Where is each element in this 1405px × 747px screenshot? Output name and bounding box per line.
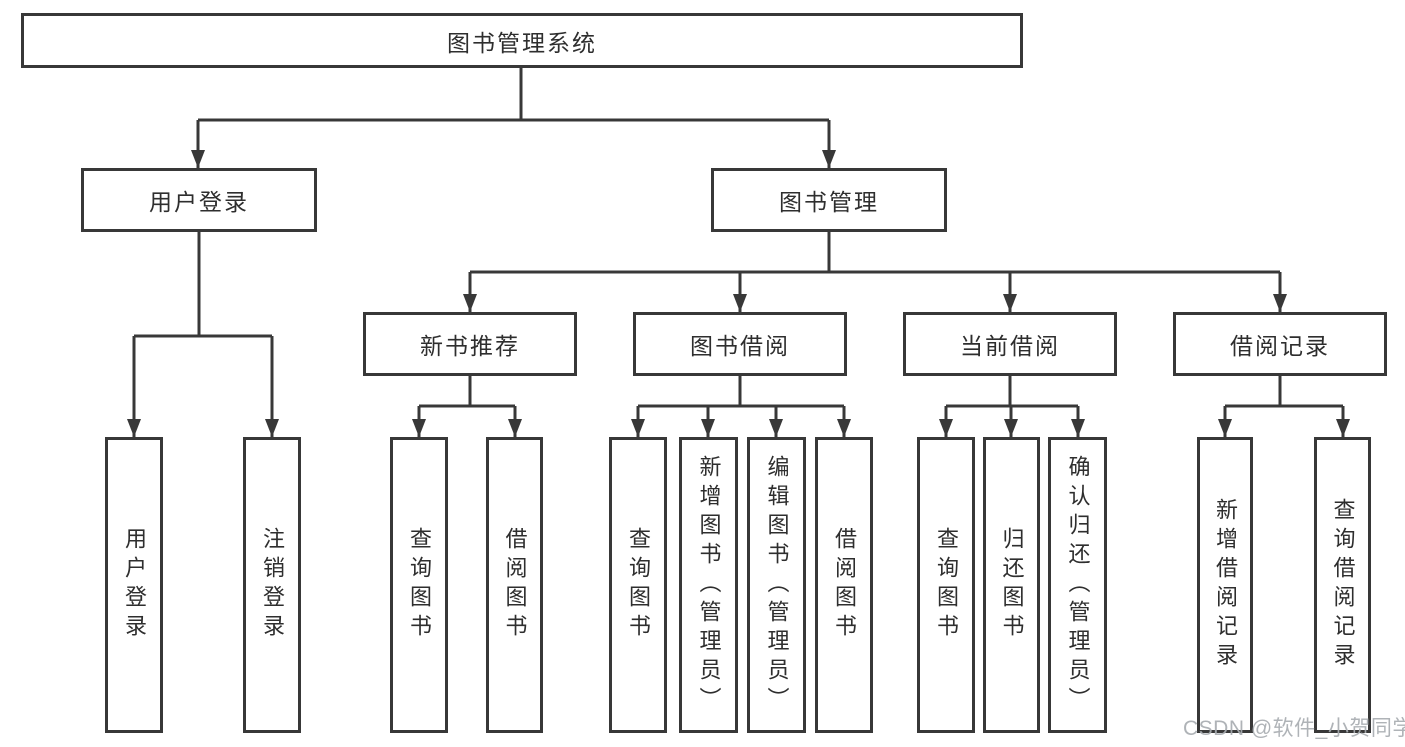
- arrowhead-icon: [508, 419, 522, 437]
- leaf-add-book-admin: 新增图书（管理员）: [679, 437, 738, 733]
- node-new-book-recommend: 新书推荐: [363, 312, 577, 376]
- arrowhead-icon: [1003, 294, 1017, 312]
- leaf-borrow-book-1: 借阅图书: [486, 437, 543, 733]
- leaf-query-book-2-label: 查询图书: [626, 527, 651, 643]
- leaf-borrow-book-2-label: 借阅图书: [832, 527, 857, 643]
- leaf-borrow-book-1-label: 借阅图书: [502, 527, 528, 643]
- leaf-edit-book-admin-label: 编辑图书（管理员）: [764, 454, 790, 716]
- node-book-management: 图书管理: [711, 168, 947, 232]
- leaf-query-book-2: 查询图书: [609, 437, 667, 733]
- arrowhead-icon: [412, 419, 426, 437]
- leaf-return-book-label: 归还图书: [999, 527, 1025, 643]
- node-user-login: 用户登录: [81, 168, 317, 232]
- leaf-return-book: 归还图书: [983, 437, 1040, 733]
- arrowhead-icon: [769, 419, 783, 437]
- node-book-borrow-label: 图书借阅: [690, 333, 790, 359]
- arrowhead-icon: [127, 419, 141, 437]
- arrowhead-icon: [733, 294, 747, 312]
- leaf-query-book-1: 查询图书: [390, 437, 448, 733]
- leaf-logout: 注销登录: [243, 437, 301, 733]
- leaf-add-book-admin-label: 新增图书（管理员）: [696, 454, 722, 716]
- leaf-confirm-return-admin: 确认归还（管理员）: [1048, 437, 1107, 733]
- leaf-add-borrow-record: 新增借阅记录: [1197, 437, 1253, 733]
- node-current-borrow: 当前借阅: [903, 312, 1117, 376]
- node-new-book-recommend-label: 新书推荐: [420, 333, 520, 359]
- arrowhead-icon: [1273, 294, 1287, 312]
- leaf-query-borrow-record-label: 查询借阅记录: [1330, 498, 1356, 672]
- node-borrow-record-label: 借阅记录: [1230, 333, 1330, 359]
- arrowhead-icon: [939, 419, 953, 437]
- leaf-add-borrow-record-label: 新增借阅记录: [1213, 498, 1238, 672]
- leaf-logout-label: 注销登录: [260, 527, 285, 643]
- node-user-login-label: 用户登录: [149, 189, 249, 215]
- leaf-user-login: 用户登录: [105, 437, 163, 733]
- node-book-borrow: 图书借阅: [633, 312, 847, 376]
- connector-borrow-record-to-leaves: [1223, 376, 1345, 437]
- arrowhead-icon: [1336, 419, 1350, 437]
- node-current-borrow-label: 当前借阅: [960, 333, 1060, 359]
- arrowhead-icon: [701, 419, 715, 437]
- arrowhead-icon: [1004, 419, 1018, 437]
- node-book-management-label: 图书管理: [779, 189, 879, 215]
- connector-user-login-to-leaves: [132, 231, 274, 437]
- node-borrow-record: 借阅记录: [1173, 312, 1387, 376]
- leaf-query-borrow-record: 查询借阅记录: [1314, 437, 1371, 733]
- leaf-query-book-3-label: 查询图书: [934, 527, 959, 643]
- leaf-edit-book-admin: 编辑图书（管理员）: [747, 437, 806, 733]
- connector-root-to-level2: [196, 68, 831, 168]
- arrowhead-icon: [1071, 419, 1085, 437]
- leaf-borrow-book-2: 借阅图书: [815, 437, 873, 733]
- node-root-label: 图书管理系统: [447, 29, 597, 56]
- leaf-query-book-3: 查询图书: [917, 437, 975, 733]
- connector-book-borrow-to-leaves: [636, 376, 846, 437]
- leaf-confirm-return-admin-label: 确认归还（管理员）: [1065, 454, 1091, 716]
- leaf-query-book-1-label: 查询图书: [407, 527, 432, 643]
- connector-book-mgmt-to-level3: [468, 232, 1282, 312]
- arrowhead-icon: [1218, 419, 1232, 437]
- arrowhead-icon: [463, 294, 477, 312]
- arrowhead-icon: [191, 150, 205, 168]
- arrowhead-icon: [822, 150, 836, 168]
- node-root: 图书管理系统: [21, 13, 1023, 68]
- csdn-watermark: CSDN @软件_小贺同学: [1183, 717, 1405, 740]
- leaf-user-login-label: 用户登录: [122, 527, 147, 643]
- arrowhead-icon: [631, 419, 645, 437]
- arrowhead-icon: [837, 419, 851, 437]
- arrowhead-icon: [265, 419, 279, 437]
- connector-new-book-rec-to-leaves: [417, 376, 517, 437]
